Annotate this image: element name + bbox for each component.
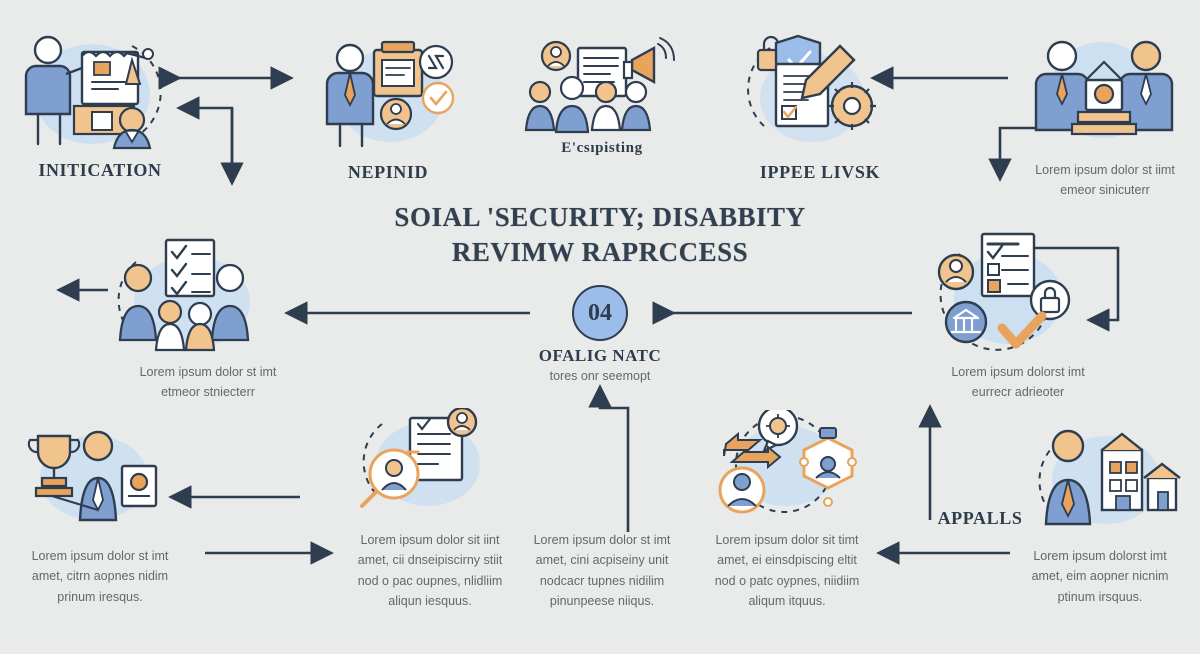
center-step-badge[interactable]: 04 xyxy=(572,285,628,341)
icon-person-building-home xyxy=(1032,418,1184,536)
stage-label-initication: INITICATION xyxy=(38,160,162,180)
caption-line: nod o pac oupnes, nlidliim xyxy=(357,573,503,588)
caption-line: amet, cini acpiseiny unit xyxy=(535,553,669,568)
caption-line: aliqun iesquus. xyxy=(388,593,472,608)
stage-label-ecspisting: E'csıpisting xyxy=(561,140,643,156)
caption-line: Lorem ipsum dolor st imt xyxy=(139,365,277,379)
stage-label-nepinid: NEPINID xyxy=(347,162,429,182)
caption-line: ptinum irsquus. xyxy=(1057,589,1143,604)
caption-line: Lorem ipsum dolorst imt xyxy=(951,365,1085,379)
caption-line: Lorem ipsum dolor st imt xyxy=(31,549,169,563)
caption-line: Lorem ipsum dolor sit timt xyxy=(715,533,859,547)
caption-line: prinum iresqus. xyxy=(57,589,143,604)
stage-label-ippee-livsk: IPPEE LIVSK xyxy=(759,162,881,182)
caption-line: etmeor stniecterr xyxy=(161,385,255,400)
center-step-sub: tores onr seemopt xyxy=(549,369,651,383)
icon-person-folder-refresh xyxy=(312,28,467,150)
caption-card-2: Lorem ipsum dolor sit iint amet, cii dns… xyxy=(330,530,530,611)
page-title-line1: SOIAL 'SECURITY; DISABBITY xyxy=(394,202,806,232)
caption-line: Lorem ipsum dolor sit iint xyxy=(360,533,500,547)
caption-card-4: Lorem ipsum dolor sit timt amet, ei eins… xyxy=(692,530,882,611)
icon-group-announcement xyxy=(520,30,680,138)
caption-line: nod o patc oypnes, niidiim xyxy=(714,573,860,588)
caption-line: Lorem ipsum dolor st iimt xyxy=(1035,163,1175,177)
icon-magnifier-document-person xyxy=(352,408,502,520)
icon-process-flow-hexagon xyxy=(708,410,860,520)
caption-line: amet, ei einsdpiscing eltit xyxy=(717,553,857,568)
caption-line: amet, cii dnseipiscirny stiit xyxy=(357,553,503,568)
page-title: SOIAL 'SECURITY; DISABBITY REVIMW RAPRCC… xyxy=(330,200,870,269)
caption-card-5: Lorem ipsum dolorst imt amet, eim aopner… xyxy=(1000,546,1200,607)
page-title-line2: REVIMW RAPRCCESS xyxy=(451,236,749,267)
caption-line: nodcacr tupnes nidilim xyxy=(539,573,665,588)
center-step-label: OFALIG NATC xyxy=(538,346,662,365)
caption-mid-right: Lorem ipsum dolorst imt eurrecr adrieote… xyxy=(896,362,1140,403)
caption-line: emeor sinicuterr xyxy=(1060,183,1150,198)
caption-line: aliqum itquus. xyxy=(748,593,826,608)
caption-line: amet, eim aopner nicnim xyxy=(1031,569,1169,584)
icon-family-checklist xyxy=(112,232,272,358)
caption-line: amet, citrn aopnes nidim xyxy=(31,569,169,584)
caption-mid-left: Lorem ipsum dolor st imt etmeor stniecte… xyxy=(86,362,330,403)
icon-judge-scales-document xyxy=(14,22,174,152)
caption-line: Lorem ipsum dolorst imt xyxy=(1033,549,1167,563)
icon-trophy-award-person xyxy=(18,420,168,530)
caption-line: pinunpeese niiqus. xyxy=(549,593,655,608)
caption-line: eurrecr adrieoter xyxy=(971,385,1065,400)
caption-card-1: Lorem ipsum dolor st imt amet, citrn aop… xyxy=(0,546,200,607)
caption-line: Lorem ipsum dolor st imt xyxy=(533,533,671,547)
center-step-number: 04 xyxy=(572,285,628,341)
center-step-text: OFALIG NATC tores onr seemopt xyxy=(470,346,730,383)
caption-top-right: Lorem ipsum dolor st iimt emeor sinicute… xyxy=(1010,160,1200,201)
icon-benefit-checklist-lock xyxy=(930,228,1090,360)
icon-document-shield-gear xyxy=(742,24,892,154)
caption-card-3: Lorem ipsum dolor st imt amet, cini acpi… xyxy=(508,530,696,611)
icon-two-officials-award xyxy=(1028,24,1178,152)
stage-label-appalls: APPALLS xyxy=(937,508,1023,528)
